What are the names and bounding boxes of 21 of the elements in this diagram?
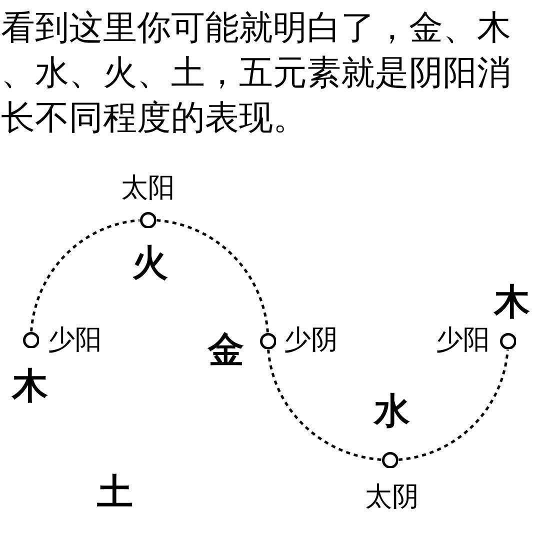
element-label: 土	[97, 474, 133, 510]
curve-point-circle	[500, 332, 516, 350]
dashed-curve	[30, 219, 140, 332]
phase-label: 少阳	[436, 326, 490, 354]
element-label: 水	[374, 393, 410, 429]
dashed-curve	[156, 219, 269, 333]
phase-label: 少阴	[284, 326, 338, 354]
dashed-curve	[267, 349, 382, 461]
curve-point-circle	[140, 212, 156, 228]
phase-label: 太阴	[365, 484, 419, 510]
phase-label: 太阳	[121, 174, 175, 202]
curve-point-circle	[260, 332, 276, 350]
element-label: 火	[132, 245, 168, 281]
curve-point-circle	[382, 452, 398, 468]
element-label: 金	[208, 332, 244, 368]
dashed-curve	[398, 349, 509, 461]
element-label: 木	[12, 368, 48, 404]
curve-point-circle	[22, 332, 40, 348]
element-label: 木	[494, 284, 530, 320]
phase-label: 少阳	[48, 326, 102, 354]
heading-text: 看到这里你可能就明白了，金、木、水、火、土，五元素就是阴阳消长不同程度的表现。	[1, 7, 512, 140]
